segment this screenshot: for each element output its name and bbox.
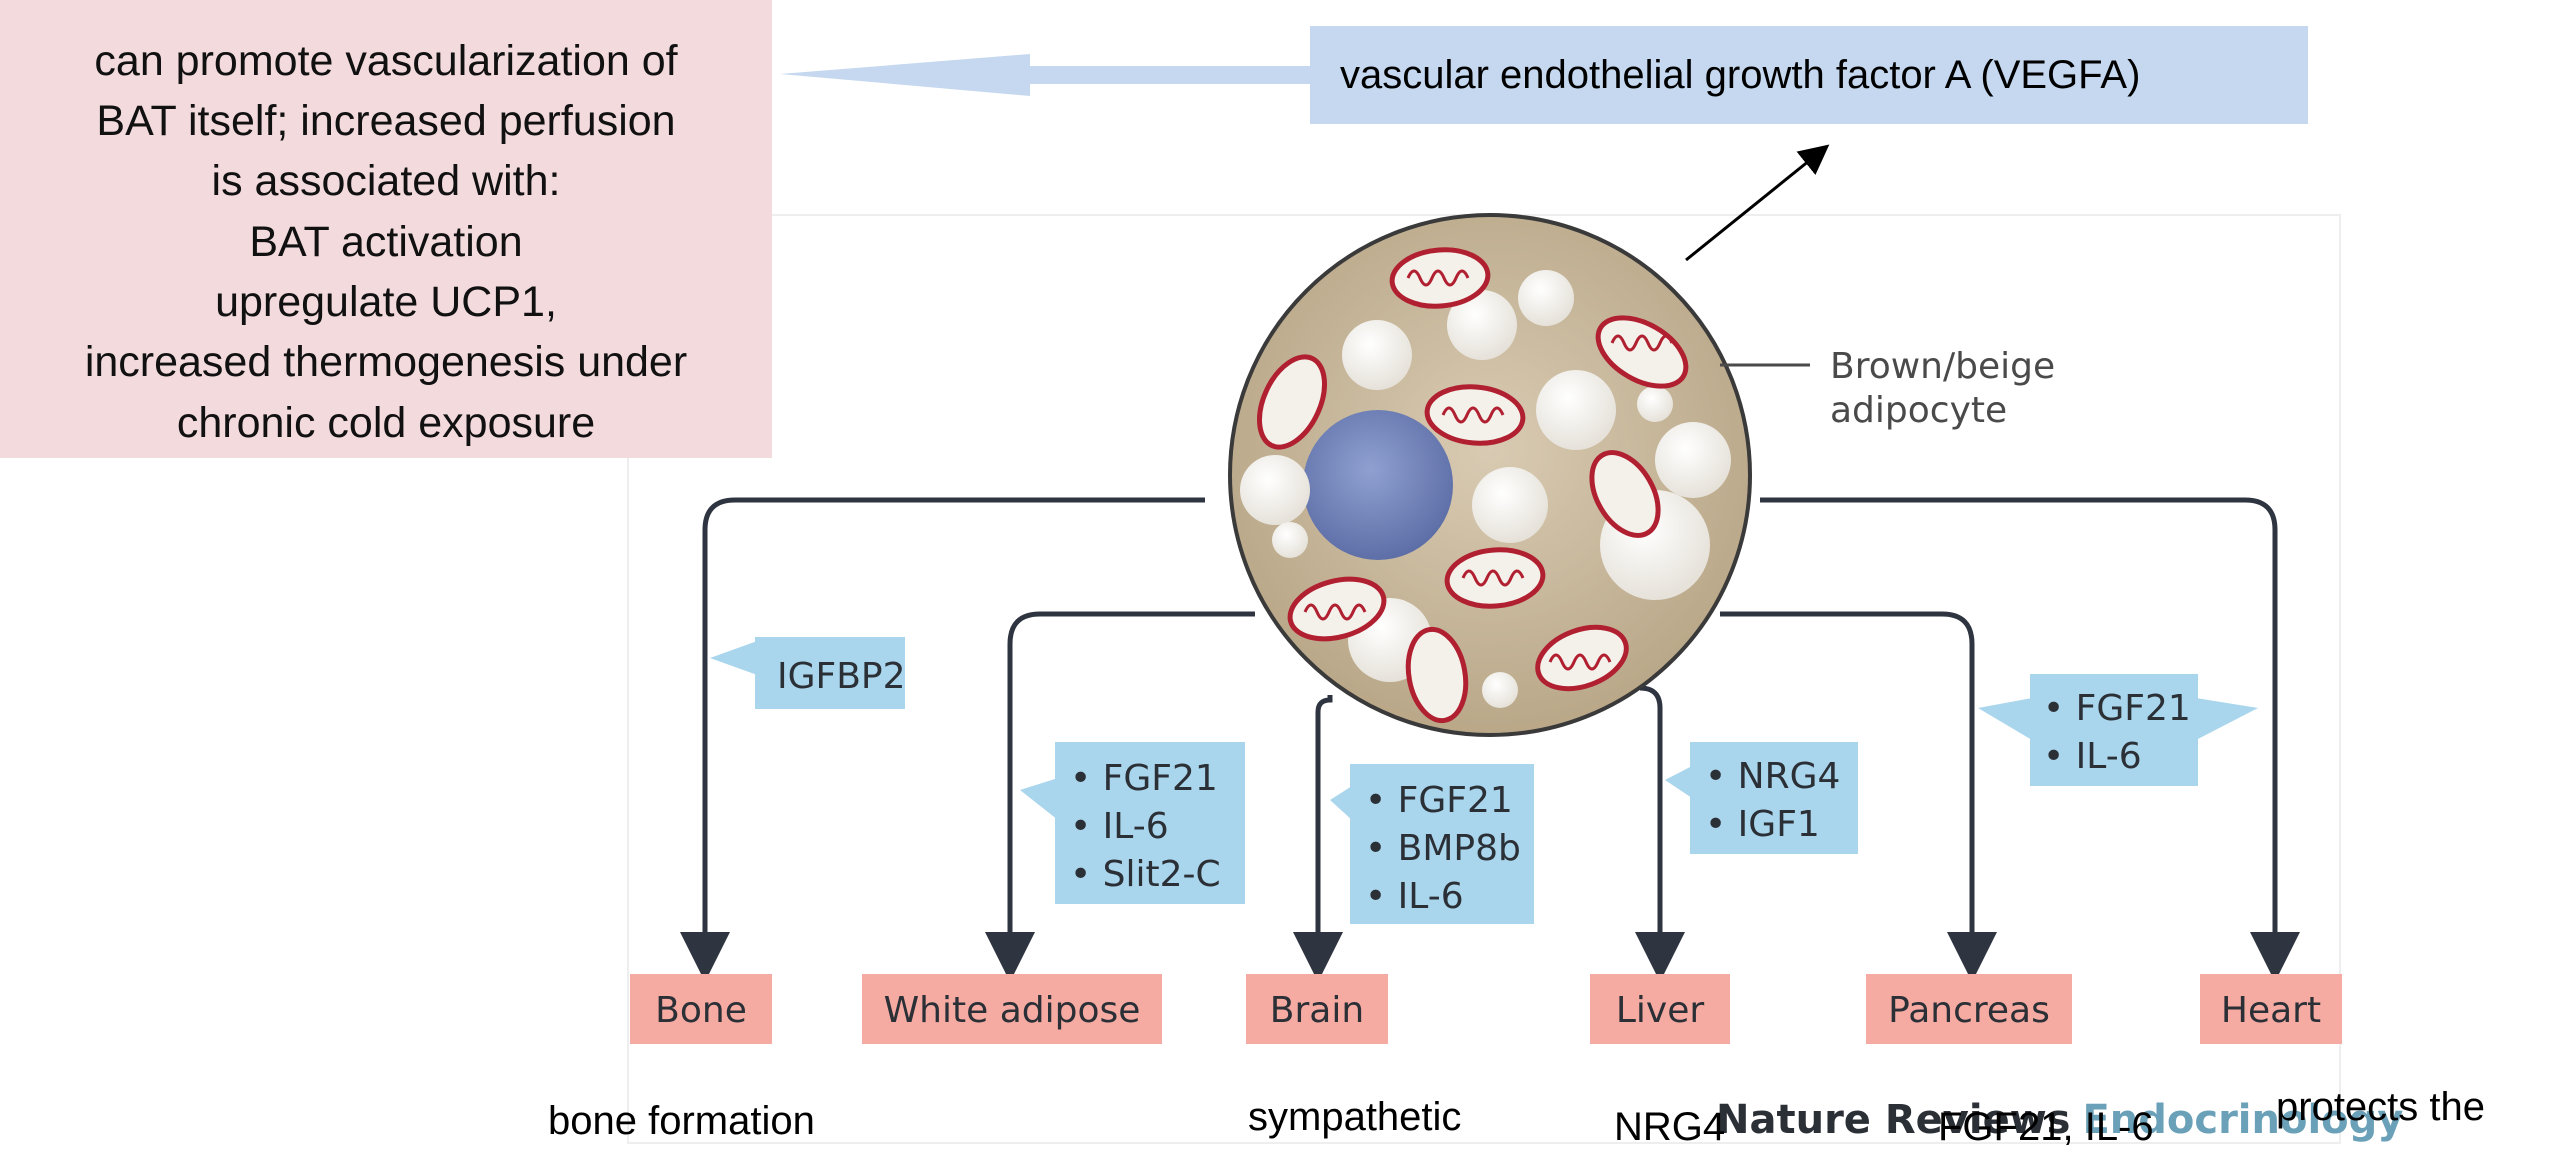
vegfa-label: vascular endothelial growth factor A (VE… [1340,53,2140,97]
organ-heart-label: Heart [2221,990,2321,1031]
vegfa-to-note-arrow [780,54,1310,96]
organ-brain-label: Brain [1270,990,1364,1031]
factor-white-adipose-2: • IL-6 [1070,806,1169,847]
factor-brain-1: • FGF21 [1365,780,1513,821]
overlay-note-box [0,0,772,458]
organ-white-adipose-label: White adipose [884,990,1141,1031]
overlay-note-line-7: chronic cold exposure [177,399,595,447]
arrow-to-white-adipose [985,611,1255,982]
factor-callout-heart: • FGF21 • IL-6 [1978,674,2258,786]
adipocyte-to-vegfa-arrow [1685,144,1830,262]
organ-pancreas: Pancreas [1866,974,2072,1044]
factor-liver-2: • IGF1 [1705,804,1820,845]
vegfa-box [1310,26,2308,124]
factor-callout-brain: • FGF21 • BMP8b • IL-6 [1330,764,1534,924]
mitochondria [1257,247,1689,724]
overlay-note-line-1: can promote vascularization of [94,37,678,85]
arrow-to-pancreas [1720,611,1997,982]
overlay-note-line-2: BAT itself; increased perfusion [96,97,675,145]
connector-arrows [680,497,2300,982]
brown-adipocyte-cell [1228,213,1752,737]
overlay-note-line-6: increased thermogenesis under [85,338,687,386]
factor-white-adipose-3: • Slit2-C [1070,854,1221,895]
arrow-to-liver [1635,685,1685,982]
organ-pancreas-label: Pancreas [1888,990,2050,1031]
organ-liver: Liver [1590,974,1730,1044]
factor-brain-3: • IL-6 [1365,876,1464,917]
bottom-note-bone: bone formation [548,1099,815,1143]
factor-bone-1: IGFBP2 [777,656,906,697]
organ-heart: Heart [2200,974,2342,1044]
adipocyte-label-line-1: Brown/beige [1830,346,2055,387]
factor-heart-1: • FGF21 [2043,688,2191,729]
organ-liver-label: Liver [1616,990,1705,1031]
factor-callout-bone: IGFBP2 [710,637,906,709]
overlay-note-line-5: upregulate UCP1, [215,278,557,326]
bottom-note-heart: protects the [2276,1085,2485,1129]
factor-callout-liver: • NRG4 • IGF1 [1665,742,1858,854]
organ-brain: Brain [1246,974,1388,1044]
overlay-note-line-4: BAT activation [249,218,522,266]
journal-name-part1: Nature Reviews [1716,1097,2070,1143]
adipocyte-label-line-2: adipocyte [1830,390,2007,431]
overlay-note-line-3: is associated with: [212,157,561,205]
factor-heart-2: • IL-6 [2043,736,2142,777]
factor-white-adipose-1: • FGF21 [1070,758,1218,799]
bottom-note-pancreas: FGF21, IL-6 [1938,1105,2154,1149]
arrow-to-bone [680,497,1205,982]
organ-white-adipose: White adipose [862,974,1162,1044]
journal-credit: Nature Reviews Endocrinology [1716,1097,2403,1143]
factor-liver-1: • NRG4 [1705,756,1840,797]
organ-bone-label: Bone [655,990,747,1031]
organ-bone: Bone [630,974,772,1044]
lipid-droplets [1240,270,1731,708]
bottom-note-brain: sympathetic [1248,1095,1461,1139]
arrow-to-brain [1293,695,1343,982]
arrow-to-heart [1760,497,2300,982]
factor-brain-2: • BMP8b [1365,828,1521,869]
bottom-note-liver: NRG4 [1614,1105,1725,1149]
factor-callout-white-adipose: • FGF21 • IL-6 • Slit2-C [1020,742,1245,904]
nucleus [1303,410,1453,560]
journal-name-part2: Endocrinology [2082,1097,2403,1143]
